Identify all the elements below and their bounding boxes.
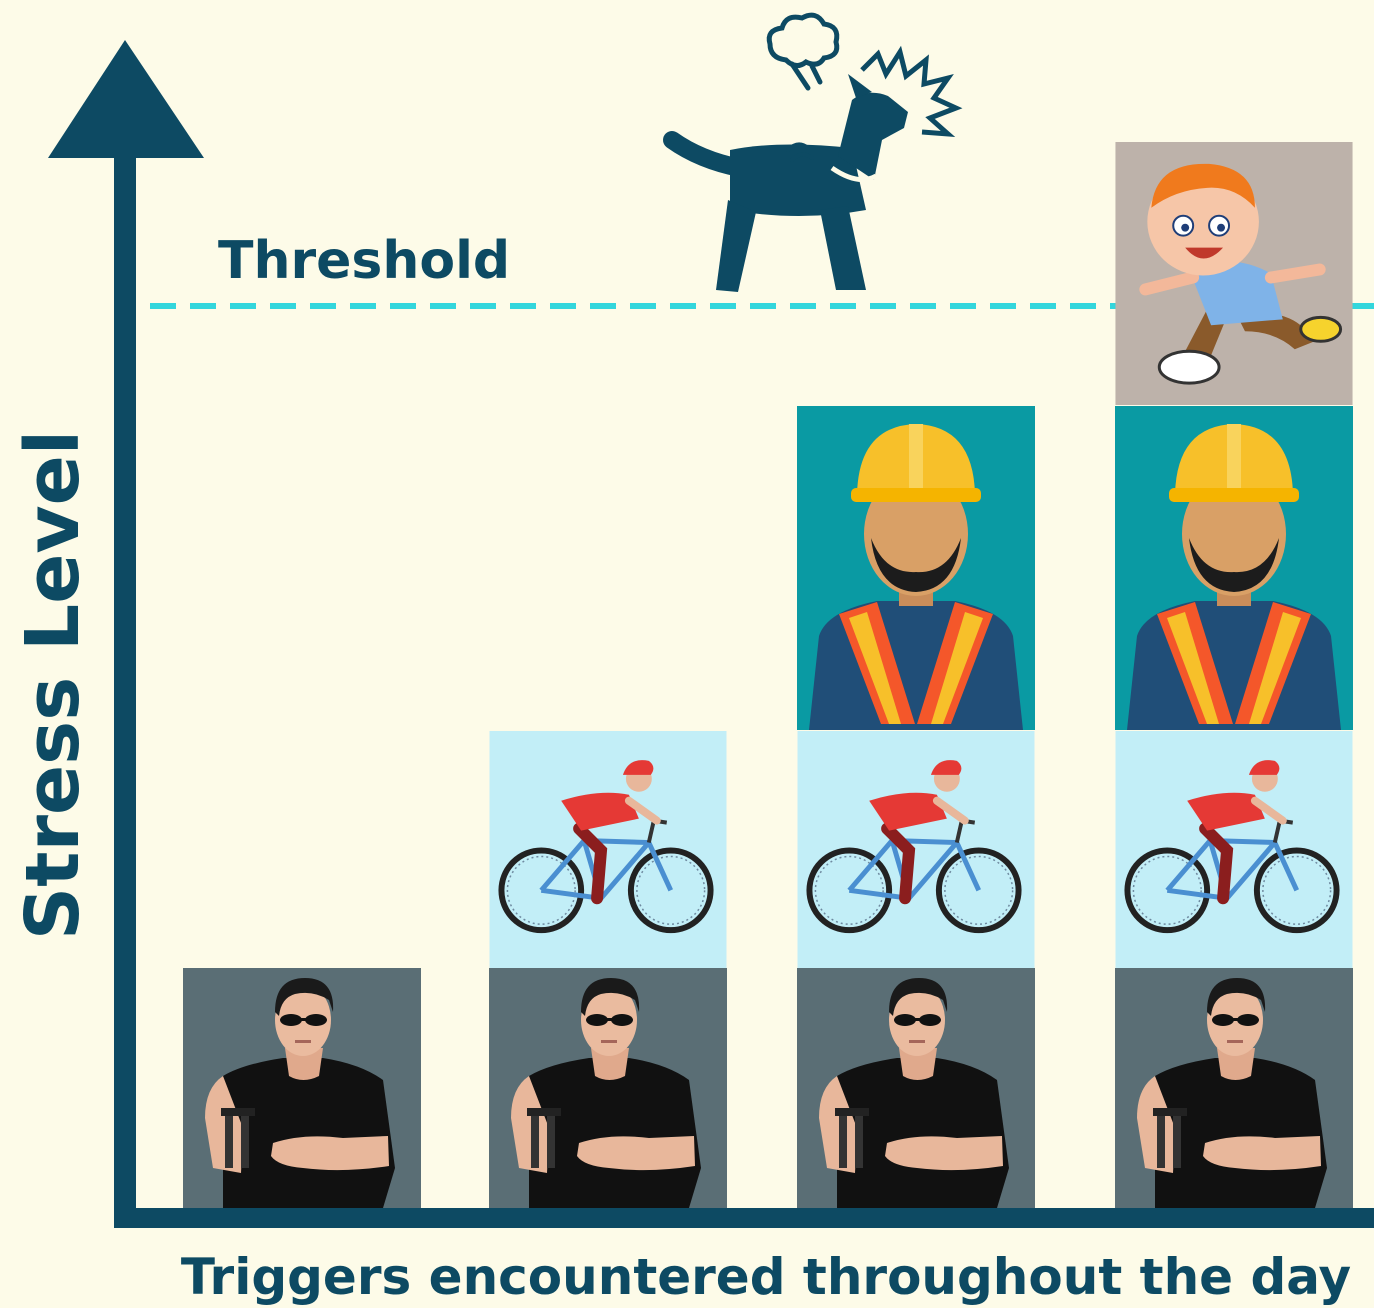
y-axis	[48, 40, 204, 1228]
cyclist-tile	[1116, 731, 1353, 968]
man-in-sunglasses-tile	[489, 968, 727, 1208]
construction-worker-tile	[797, 406, 1035, 730]
man-in-sunglasses-tile	[183, 968, 421, 1208]
cyclist-tile	[490, 731, 727, 968]
y-axis-label: Stress Level	[10, 430, 96, 940]
bar-2	[489, 731, 727, 1208]
y-axis-arrow-icon	[48, 40, 204, 158]
x-axis	[114, 1208, 1374, 1228]
bar-3	[797, 406, 1035, 1208]
bar-4	[1115, 142, 1353, 1208]
cyclist-tile	[798, 731, 1035, 968]
man-in-sunglasses-tile	[1115, 968, 1353, 1208]
x-axis-label: Triggers encountered throughout the day	[181, 1248, 1351, 1306]
bar-1	[183, 968, 421, 1208]
running-child-tile	[1115, 142, 1352, 405]
barking-dog-icon	[663, 12, 963, 292]
construction-worker-tile	[1115, 406, 1353, 730]
threshold-label: Threshold	[218, 231, 510, 291]
man-in-sunglasses-tile	[797, 968, 1035, 1208]
bars-group	[183, 142, 1353, 1208]
